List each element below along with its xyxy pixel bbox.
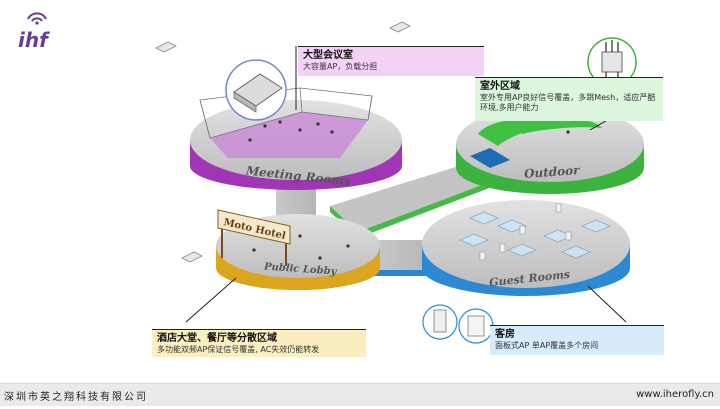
company-logo: ihf (12, 10, 72, 52)
footer-company-name: 深圳市英之翔科技有限公司 (4, 392, 148, 403)
callout-meeting-rooms: 大型会议室 大容量AP，负载分担 (298, 46, 484, 76)
callout-lobby-title: 酒店大堂、餐厅等分散区域 (157, 333, 277, 344)
callout-outdoor: 室外区域 室外专用AP良好信号覆盖，多跳Mesh，适应严酷环境,多用户能力 (475, 77, 663, 121)
callout-public-lobby: 酒店大堂、餐厅等分散区域 多功能双频AP保证信号覆盖, AC失效仍能转发 (152, 329, 366, 357)
callout-guest-title: 客房 (495, 329, 515, 340)
wifi-icon (27, 12, 47, 25)
callout-lobby-desc: 多功能双频AP保证信号覆盖, AC失效仍能转发 (157, 345, 320, 354)
callout-guest-desc: 面板式AP 单AP覆盖多个房间 (495, 341, 599, 350)
callout-outdoor-title: 室外区域 (480, 81, 520, 92)
footer-bar: 深圳市英之翔科技有限公司 www.iherofly.cn (0, 383, 720, 406)
callout-guest-rooms: 客房 面板式AP 单AP覆盖多个房间 (490, 325, 664, 355)
callout-meeting-desc: 大容量AP，负载分担 (303, 62, 378, 71)
callout-outdoor-desc: 室外专用AP良好信号覆盖，多跳Mesh，适应严酷环境,多用户能力 (480, 93, 656, 112)
walkway-meeting-lobby (276, 180, 316, 224)
ap-device-icon (155, 21, 411, 263)
public-lobby-zone (216, 209, 380, 290)
public-lobby-label: Public Lobby (263, 261, 338, 277)
logo-text: ihf (18, 28, 48, 52)
footer-website-link[interactable]: www.iherofly.cn (636, 389, 714, 400)
meeting-ap-icon (225, 59, 287, 121)
outdoor-zone (456, 106, 644, 194)
outdoor-label: Outdoor (524, 163, 582, 181)
walkway-lobby-guest (372, 240, 436, 276)
callout-meeting-title: 大型会议室 (303, 50, 353, 61)
guest-rooms-zone (422, 200, 630, 296)
guest-panel-ap-icon (422, 304, 494, 344)
meeting-rooms-zone (190, 87, 402, 190)
